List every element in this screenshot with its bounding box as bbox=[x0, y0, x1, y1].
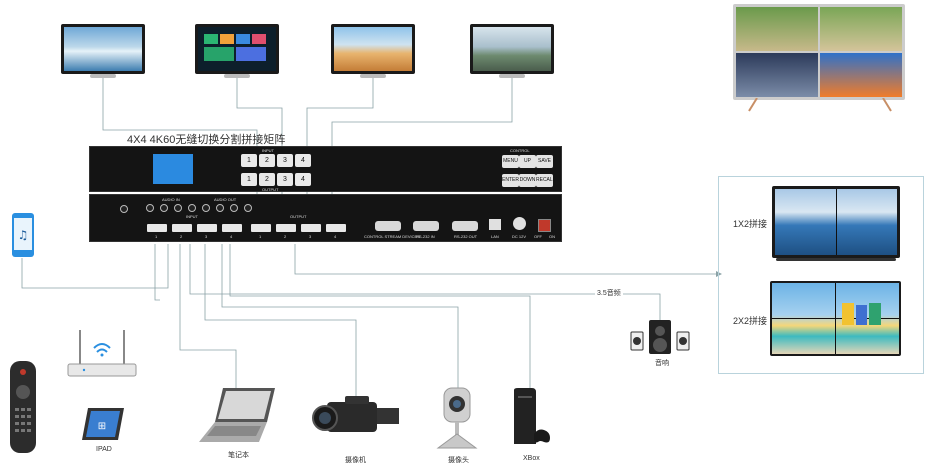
monitor-stand bbox=[360, 74, 386, 78]
webcam-icon bbox=[436, 387, 478, 449]
input-key-4[interactable]: 4 bbox=[295, 154, 311, 167]
matrix-rear-panel: AUDIO IN AUDIO OUT INPUT OUTPUT 1 2 3 4 … bbox=[89, 194, 562, 242]
speaker-icon bbox=[630, 320, 690, 354]
output-label: OUTPUT bbox=[262, 187, 279, 192]
output-key-2[interactable]: 2 bbox=[259, 173, 275, 186]
output-num: 1 bbox=[259, 234, 262, 239]
output-monitor-2 bbox=[195, 24, 279, 74]
input-num: 3 bbox=[205, 234, 208, 239]
port-label: RS-232 OUT bbox=[454, 234, 478, 239]
output-monitor-4 bbox=[470, 24, 554, 74]
laptop-icon bbox=[199, 388, 275, 442]
rs232-in-port[interactable] bbox=[413, 221, 439, 231]
camcorder-icon bbox=[312, 396, 399, 432]
input-key-1[interactable]: 1 bbox=[241, 154, 257, 167]
monitor-stand bbox=[224, 74, 250, 78]
hdmi-out-2[interactable] bbox=[276, 224, 296, 232]
hdmi-in-4[interactable] bbox=[222, 224, 242, 232]
ground-screw bbox=[120, 205, 128, 213]
matrix-front-panel: INPUT 1 2 3 4 1 2 3 4 OUTPUT CONTROL MEN… bbox=[89, 146, 562, 192]
audio-jack bbox=[174, 204, 182, 212]
lcd-screen bbox=[153, 154, 193, 184]
audio-line-label: 3.5音频 bbox=[595, 288, 623, 298]
laptop-label: 笔记本 bbox=[228, 452, 249, 459]
rear-input-label: INPUT bbox=[186, 214, 198, 219]
rear-output-label: OUTPUT bbox=[290, 214, 307, 219]
tv-legs bbox=[748, 98, 892, 112]
output-num: 2 bbox=[284, 234, 287, 239]
xbox-label: XBox bbox=[523, 455, 540, 462]
audio-jack bbox=[230, 204, 238, 212]
port-label: OFF bbox=[534, 234, 542, 239]
up-key[interactable]: UP bbox=[519, 155, 536, 168]
output-key-1[interactable]: 1 bbox=[241, 173, 257, 186]
port-label: CONTROL STREAM DEVICES bbox=[364, 234, 420, 239]
tablet-icon: ⊞ bbox=[82, 408, 124, 440]
output-num: 3 bbox=[309, 234, 312, 239]
input-key-2[interactable]: 2 bbox=[259, 154, 275, 167]
hdmi-in-2[interactable] bbox=[172, 224, 192, 232]
output-monitor-3 bbox=[331, 24, 415, 74]
svg-text:♫: ♫ bbox=[18, 228, 29, 242]
power-switch[interactable] bbox=[538, 219, 551, 232]
input-num: 4 bbox=[230, 234, 233, 239]
hdmi-in-3[interactable] bbox=[197, 224, 217, 232]
quad-view-tv bbox=[733, 4, 905, 100]
splice-2x2-wall bbox=[770, 281, 901, 356]
output-key-4[interactable]: 4 bbox=[295, 173, 311, 186]
ipad-label: IPAD bbox=[96, 446, 112, 453]
phone-icon: ♫ bbox=[12, 213, 34, 257]
game-console-icon bbox=[514, 388, 550, 444]
dc-power-port[interactable] bbox=[513, 217, 526, 230]
port-label: ON bbox=[549, 234, 555, 239]
webcam-label: 摄像头 bbox=[448, 457, 469, 464]
router-icon bbox=[67, 330, 137, 377]
camcorder-label: 摄像机 bbox=[345, 457, 366, 464]
splice-wall-frame bbox=[718, 176, 924, 374]
port-label: LAN bbox=[491, 234, 499, 239]
monitor-stand bbox=[776, 258, 896, 261]
recall-key[interactable]: RECALL bbox=[536, 174, 555, 187]
menu-key[interactable]: MENU bbox=[502, 155, 519, 168]
monitor-stand bbox=[499, 74, 525, 78]
enter-key[interactable]: ENTER bbox=[502, 174, 519, 187]
audio-jack bbox=[160, 204, 168, 212]
matrix-title: 4X4 4K60无缝切换分割拼接矩阵 bbox=[127, 134, 286, 146]
port-label: DC 12V bbox=[512, 234, 527, 239]
output-num: 4 bbox=[334, 234, 337, 239]
hdmi-in-1[interactable] bbox=[147, 224, 167, 232]
splice-2x2-label: 2X2拼接 bbox=[733, 316, 768, 326]
svg-text:⊞: ⊞ bbox=[98, 421, 106, 432]
audio-in-label: AUDIO IN bbox=[162, 197, 180, 202]
splice-1x2-label: 1X2拼接 bbox=[733, 219, 768, 229]
audio-jack bbox=[202, 204, 210, 212]
monitor-stand bbox=[90, 74, 116, 78]
output-key-3[interactable]: 3 bbox=[277, 173, 293, 186]
port-label: RS-232 IN bbox=[416, 234, 435, 239]
hdmi-out-3[interactable] bbox=[301, 224, 321, 232]
save-key[interactable]: SAVE bbox=[536, 155, 553, 168]
remote-control-icon bbox=[10, 361, 36, 453]
audio-jack bbox=[244, 204, 252, 212]
control-label: CONTROL bbox=[510, 148, 530, 153]
input-label: INPUT bbox=[262, 148, 274, 153]
speaker-label: 音响 bbox=[655, 360, 669, 367]
audio-out-label: AUDIO OUT bbox=[214, 197, 237, 202]
rs232-out-port[interactable] bbox=[452, 221, 478, 231]
hdmi-out-4[interactable] bbox=[326, 224, 346, 232]
splice-1x2-wall bbox=[772, 186, 900, 258]
input-key-3[interactable]: 3 bbox=[277, 154, 293, 167]
down-key[interactable]: DOWN bbox=[519, 174, 536, 187]
audio-jack bbox=[188, 204, 196, 212]
input-num: 1 bbox=[155, 234, 158, 239]
output-monitor-1 bbox=[61, 24, 145, 74]
lan-port[interactable] bbox=[489, 219, 501, 230]
input-num: 2 bbox=[180, 234, 183, 239]
audio-jack bbox=[216, 204, 224, 212]
audio-jack bbox=[146, 204, 154, 212]
control-port[interactable] bbox=[375, 221, 401, 231]
hdmi-out-1[interactable] bbox=[251, 224, 271, 232]
